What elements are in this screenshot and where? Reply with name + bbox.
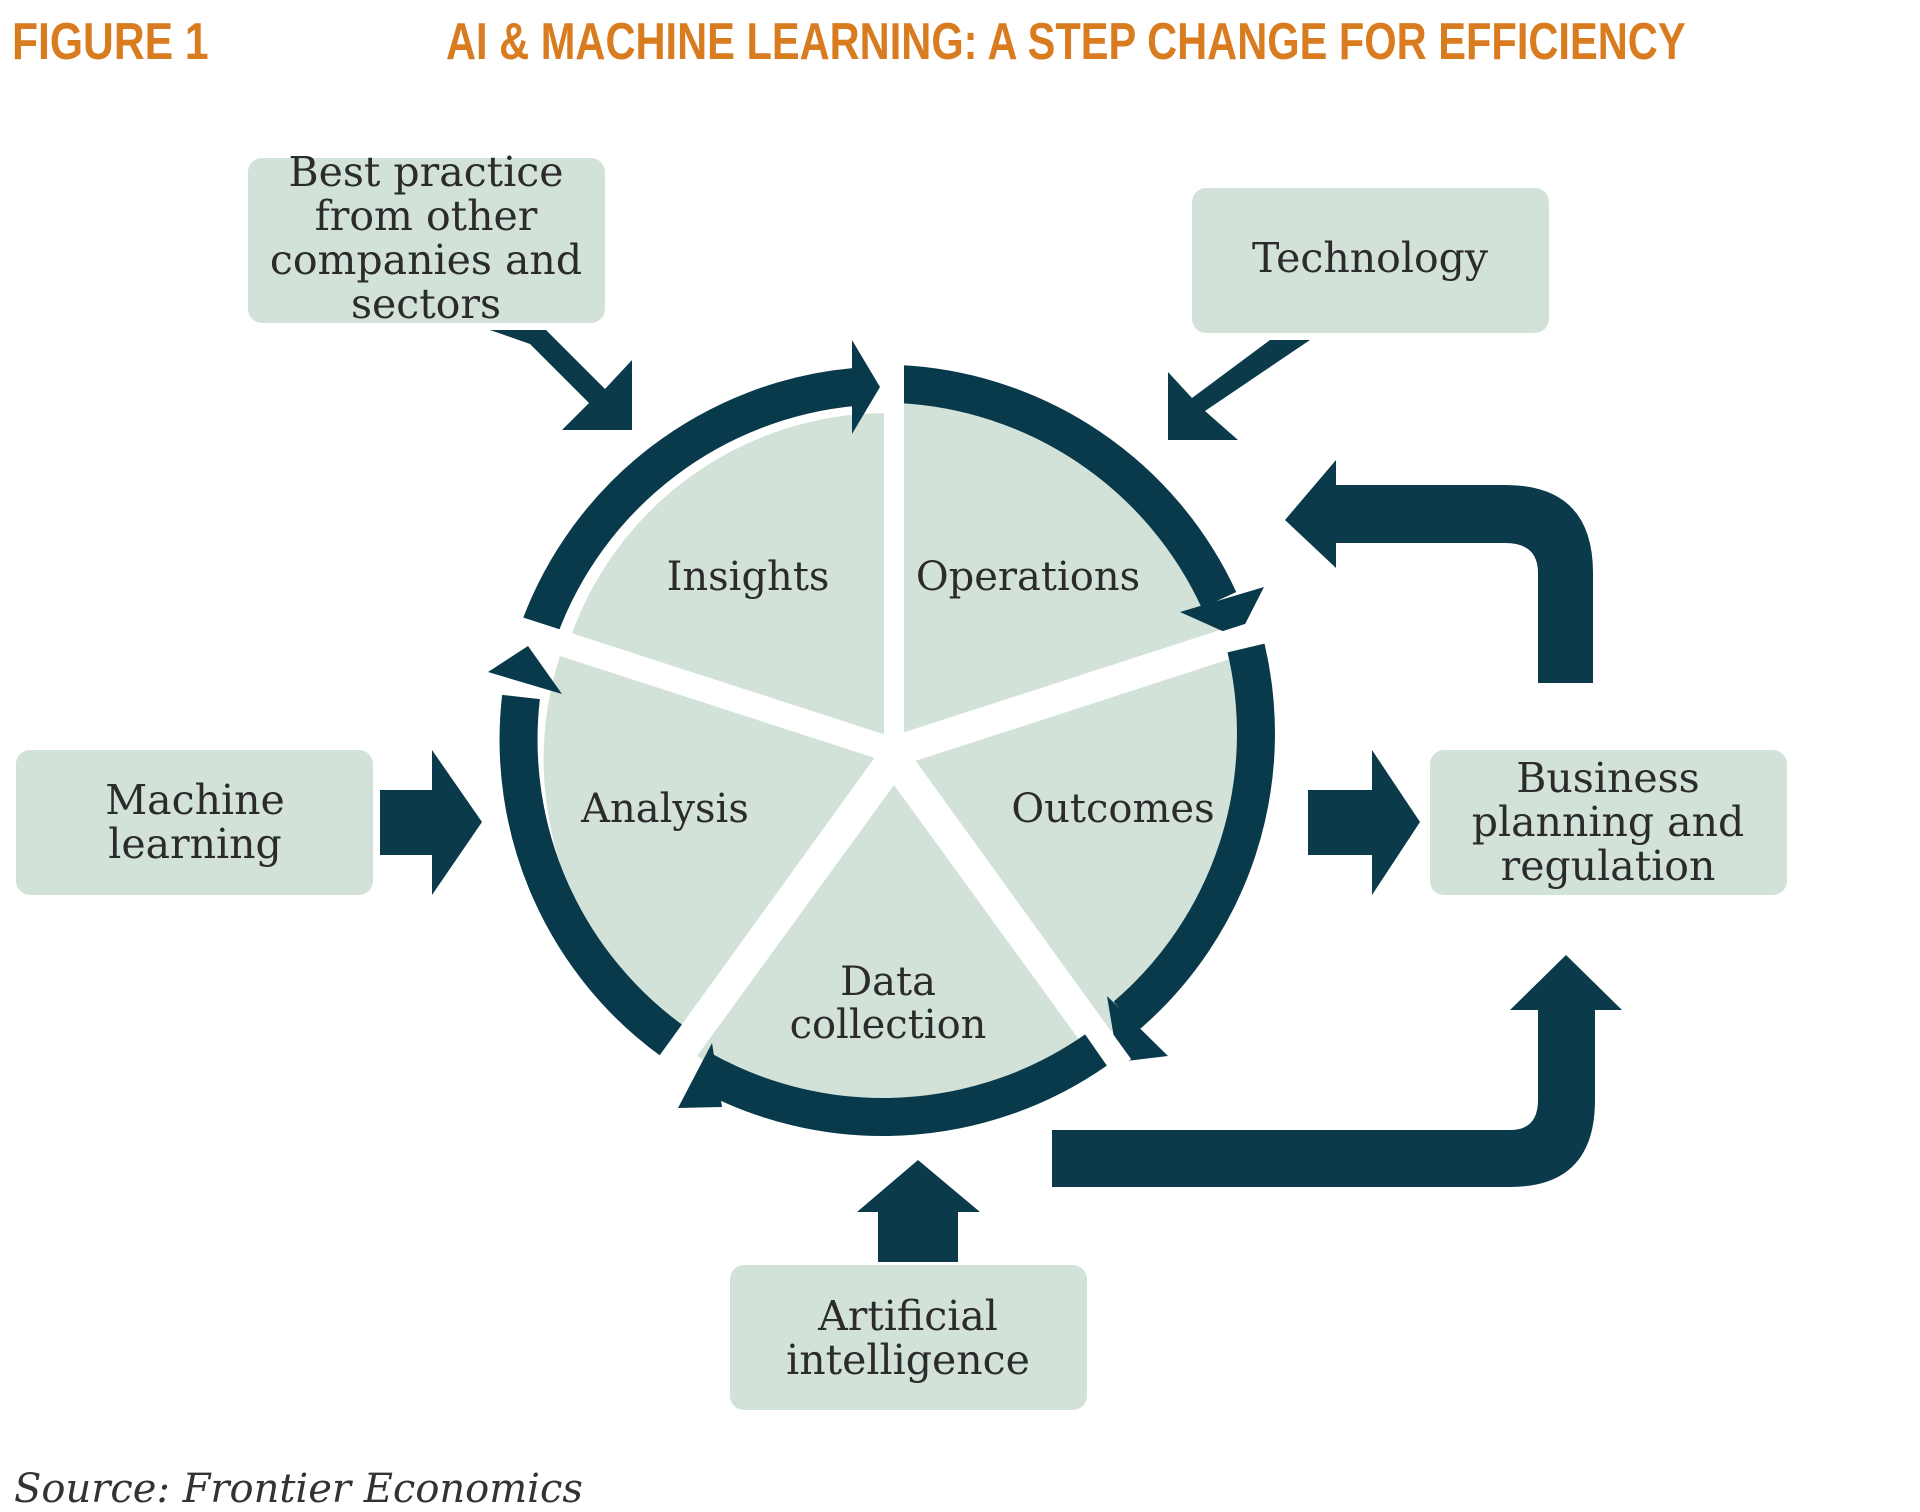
best-practice-line-2: from other <box>315 192 538 240</box>
wheel-separators <box>516 360 1272 1071</box>
label-operations: Operations <box>916 554 1140 600</box>
label-data-collection-1: Data <box>840 959 936 1005</box>
boxes <box>16 158 1787 1410</box>
figure-title: AI & MACHINE LEARNING: A STEP CHANGE FOR… <box>446 13 1686 71</box>
separator-bottom-left <box>656 742 903 1071</box>
label-data-collection-2: collection <box>790 1002 987 1048</box>
best-practice-line-3: companies and <box>270 236 582 284</box>
arrow-ai-to-cycle <box>857 1160 980 1262</box>
arrow-cycle-to-business <box>1308 750 1420 895</box>
curved-arrows <box>1052 460 1622 1187</box>
ring-arc-outcomes <box>1113 643 1275 1031</box>
separator-left <box>516 617 898 758</box>
best-practice-line-1: Best practice <box>288 148 563 196</box>
arrowhead-data-collection <box>678 1043 722 1108</box>
arrow-cycle-to-business-bottom <box>1052 955 1622 1187</box>
figure-label: FIGURE 1 <box>12 13 209 71</box>
source-note: Source: Frontier Economics <box>14 1466 583 1512</box>
box-business-planning <box>1430 750 1787 895</box>
pie-segments <box>543 398 1247 1121</box>
box-artificial-intelligence <box>730 1265 1087 1410</box>
label-outcomes: Outcomes <box>1011 786 1214 832</box>
segment-outcomes <box>912 659 1247 1033</box>
segment-data-collection <box>697 785 1091 1121</box>
figure-header: FIGURE 1 AI & MACHINE LEARNING: A STEP C… <box>0 6 1920 86</box>
machine-learning-line-2: learning <box>108 820 282 868</box>
box-technology <box>1192 188 1549 333</box>
ring-arc-data-collection <box>692 1034 1107 1136</box>
box-best-practice <box>248 158 605 323</box>
arrowhead-insights <box>852 340 880 434</box>
arrowhead-analysis <box>488 646 562 694</box>
arrow-technology-to-cycle <box>1168 340 1310 440</box>
ring-arc-insights <box>522 368 856 634</box>
straight-arrows <box>380 330 1420 1262</box>
cycle-arrowheads <box>488 340 1264 1108</box>
arrow-machine-learning-to-cycle <box>380 750 482 895</box>
best-practice-line-4: sectors <box>351 280 501 328</box>
business-planning-line-1: Business <box>1516 754 1699 802</box>
arrow-best-practice-to-cycle <box>490 330 632 430</box>
arrow-business-back-to-cycle <box>1285 460 1593 683</box>
business-planning-line-2: planning and <box>1472 798 1745 846</box>
separator-right <box>890 617 1272 758</box>
label-insights: Insights <box>667 554 830 600</box>
segment-operations <box>902 398 1220 733</box>
machine-learning-line-1: Machine <box>105 776 285 824</box>
cycle-ring <box>499 365 1275 1136</box>
label-analysis: Analysis <box>580 786 749 832</box>
technology-label: Technology <box>1252 234 1489 282</box>
artificial-intelligence-line-1: Artificial <box>817 1292 998 1340</box>
ring-arc-operations <box>897 365 1237 608</box>
business-planning-line-3: regulation <box>1501 842 1716 890</box>
separator-bottom-right <box>885 742 1132 1071</box>
box-machine-learning <box>16 750 373 895</box>
artificial-intelligence-line-2: intelligence <box>786 1336 1030 1384</box>
ring-arc-analysis <box>499 694 687 1059</box>
arrowhead-outcomes <box>1107 996 1168 1062</box>
segment-analysis <box>543 656 878 1030</box>
